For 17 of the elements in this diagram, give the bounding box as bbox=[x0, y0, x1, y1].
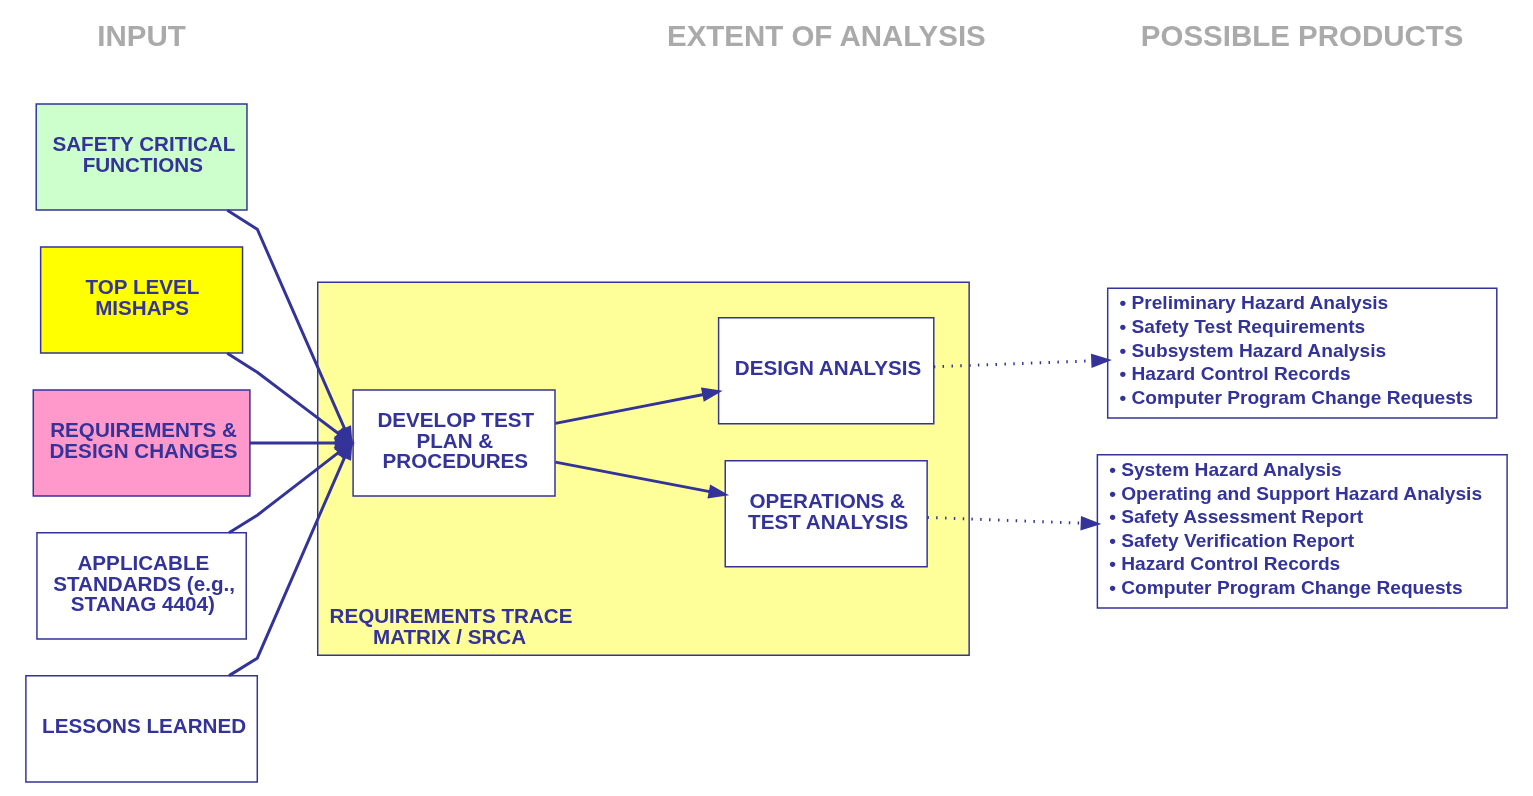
node-box: APPLICABLE STANDARDS (e.g., STANAG 4404) bbox=[36, 532, 247, 640]
node-box: • Preliminary Hazard Analysis • Safety Test Requirements • Subsystem Hazard Analysis • Hazard Control Records • Computer Program Change Requests bbox=[1106, 287, 1498, 419]
arrow bbox=[555, 387, 723, 425]
label: INPUT bbox=[97, 19, 186, 53]
arrow bbox=[555, 460, 730, 499]
arrow bbox=[927, 515, 1102, 531]
node-box: DESIGN ANALYSIS bbox=[717, 316, 935, 425]
node-box: REQUIREMENTS & DESIGN CHANGES bbox=[32, 389, 251, 497]
node-box: SAFETY CRITICAL FUNCTIONS bbox=[35, 103, 248, 211]
arrow bbox=[933, 353, 1112, 369]
node-box: OPERATIONS & TEST ANALYSIS bbox=[724, 459, 928, 568]
label: EXTENT OF ANALYSIS bbox=[667, 19, 986, 53]
label: POSSIBLE PRODUCTS bbox=[1140, 19, 1464, 53]
node-box: DEVELOP TEST PLAN & PROCEDURES bbox=[352, 389, 556, 497]
node-box: LESSONS LEARNED bbox=[25, 675, 259, 783]
node-box: TOP LEVEL MISHAPS bbox=[39, 246, 244, 354]
node-box: • System Hazard Analysis • Operating and Support Hazard Analysis • Safety Assessment Report • Safety Verification Report • Hazard Control Records • Computer Program Change Requests bbox=[1096, 454, 1508, 609]
